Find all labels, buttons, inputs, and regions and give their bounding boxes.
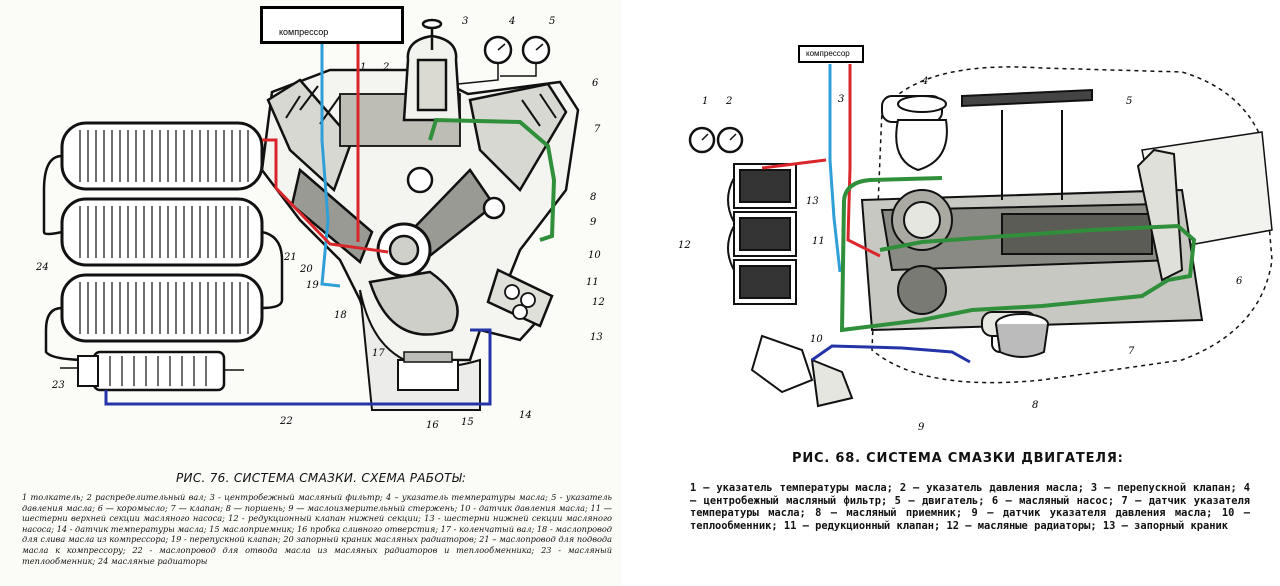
pump-unit xyxy=(1136,148,1184,282)
part-number: 12 xyxy=(678,240,691,251)
figure-legend: 1 толкатель; 2 распределительный вал; 3 … xyxy=(22,492,612,566)
part-number: 5 xyxy=(549,16,555,27)
right-diagram: 1 2 3 4 5 6 7 8 9 10 11 12 13 xyxy=(622,0,1280,433)
green-oil-line xyxy=(839,176,1197,333)
part-number: 20 xyxy=(299,264,313,275)
part-number: 16 xyxy=(426,420,439,431)
temperature-gauge xyxy=(457,35,513,85)
part-number: 22 xyxy=(279,416,293,427)
part-number: 14 xyxy=(519,410,532,421)
part-number: 18 xyxy=(334,310,347,321)
compressor-label: компрессор xyxy=(279,27,329,37)
part-number: 17 xyxy=(372,348,385,359)
part-number: 21 xyxy=(283,252,297,263)
right-figure-panel: 1 2 3 4 5 6 7 8 9 10 11 12 13 компрессор… xyxy=(622,0,1280,586)
engine-block xyxy=(260,68,580,411)
left-part-numbers: 1 2 3 4 5 6 7 8 9 10 11 12 13 14 15 16 1… xyxy=(35,16,605,431)
part-number: 10 xyxy=(810,334,823,345)
dark-blue-return-line xyxy=(104,328,492,406)
part-number: 13 xyxy=(806,196,819,207)
oil-heat-exchanger xyxy=(60,350,244,392)
part-number: 24 xyxy=(35,262,49,273)
part-number: 5 xyxy=(1126,96,1132,107)
part-number: 4 xyxy=(508,16,515,27)
legend-text: 1 — указатель температуры масла; 2 — ука… xyxy=(690,482,1250,532)
part-number: 11 xyxy=(812,236,825,247)
part-number: 3 xyxy=(462,16,468,27)
blue-compressor-line xyxy=(828,64,842,273)
part-number: 12 xyxy=(592,297,605,308)
blue-compressor-line xyxy=(320,44,341,288)
part-number: 6 xyxy=(1236,276,1243,287)
part-number: 1 xyxy=(702,96,708,107)
part-number: 11 xyxy=(586,277,599,288)
part-number: 2 xyxy=(725,96,732,107)
part-number: 7 xyxy=(1128,346,1135,357)
heat-exchanger xyxy=(750,334,854,408)
part-number: 6 xyxy=(592,78,599,89)
part-number: 13 xyxy=(590,332,603,343)
part-number: 7 xyxy=(594,124,601,135)
compressor-label-box: компрессор xyxy=(260,6,404,44)
red-compressor-line xyxy=(262,44,389,254)
part-number: 3 xyxy=(838,94,844,105)
part-number: 19 xyxy=(306,280,319,291)
part-number: 9 xyxy=(590,217,597,228)
left-diagram: 1 2 3 4 5 6 7 8 9 10 11 12 13 14 15 16 1… xyxy=(35,16,605,431)
pressure-gauge xyxy=(716,126,744,154)
oil-receiver xyxy=(995,313,1049,358)
part-number: 1 xyxy=(360,62,366,73)
figure-title: РИС. 68. СИСТЕМА СМАЗКИ ДВИГАТЕЛЯ: xyxy=(792,451,1124,466)
part-number: 23 xyxy=(51,380,65,391)
part-number: 2 xyxy=(382,62,389,73)
figure-legend: 1 — указатель температуры масла; 2 — ука… xyxy=(690,482,1250,532)
oil-radiators xyxy=(42,121,284,362)
centrifugal-filter xyxy=(402,18,462,122)
pressure-gauge xyxy=(500,35,551,77)
compressor-label: компрессор xyxy=(806,49,850,58)
part-number: 8 xyxy=(590,192,596,203)
green-oil-line xyxy=(428,117,557,242)
engine-body xyxy=(860,88,1204,353)
temperature-gauge xyxy=(688,126,716,154)
right-part-numbers: 1 2 3 4 5 6 7 8 9 10 11 12 13 xyxy=(678,76,1243,433)
part-number: 8 xyxy=(1032,400,1038,411)
figure-title: РИС. 76. СИСТЕМА СМАЗКИ. СХЕМА РАБОТЫ: xyxy=(176,471,467,485)
legend-text: 1 толкатель; 2 распределительный вал; 3 … xyxy=(22,492,612,566)
part-number: 4 xyxy=(921,76,928,87)
part-number: 9 xyxy=(918,422,925,433)
left-figure-panel: 1 2 3 4 5 6 7 8 9 10 11 12 13 14 15 16 1… xyxy=(0,0,622,586)
compressor-label-box: компрессор xyxy=(798,45,864,63)
oil-radiators xyxy=(727,163,797,305)
part-number: 15 xyxy=(461,417,474,428)
red-compressor-line xyxy=(761,64,881,258)
dark-blue-line xyxy=(811,344,971,364)
part-number: 10 xyxy=(588,250,601,261)
